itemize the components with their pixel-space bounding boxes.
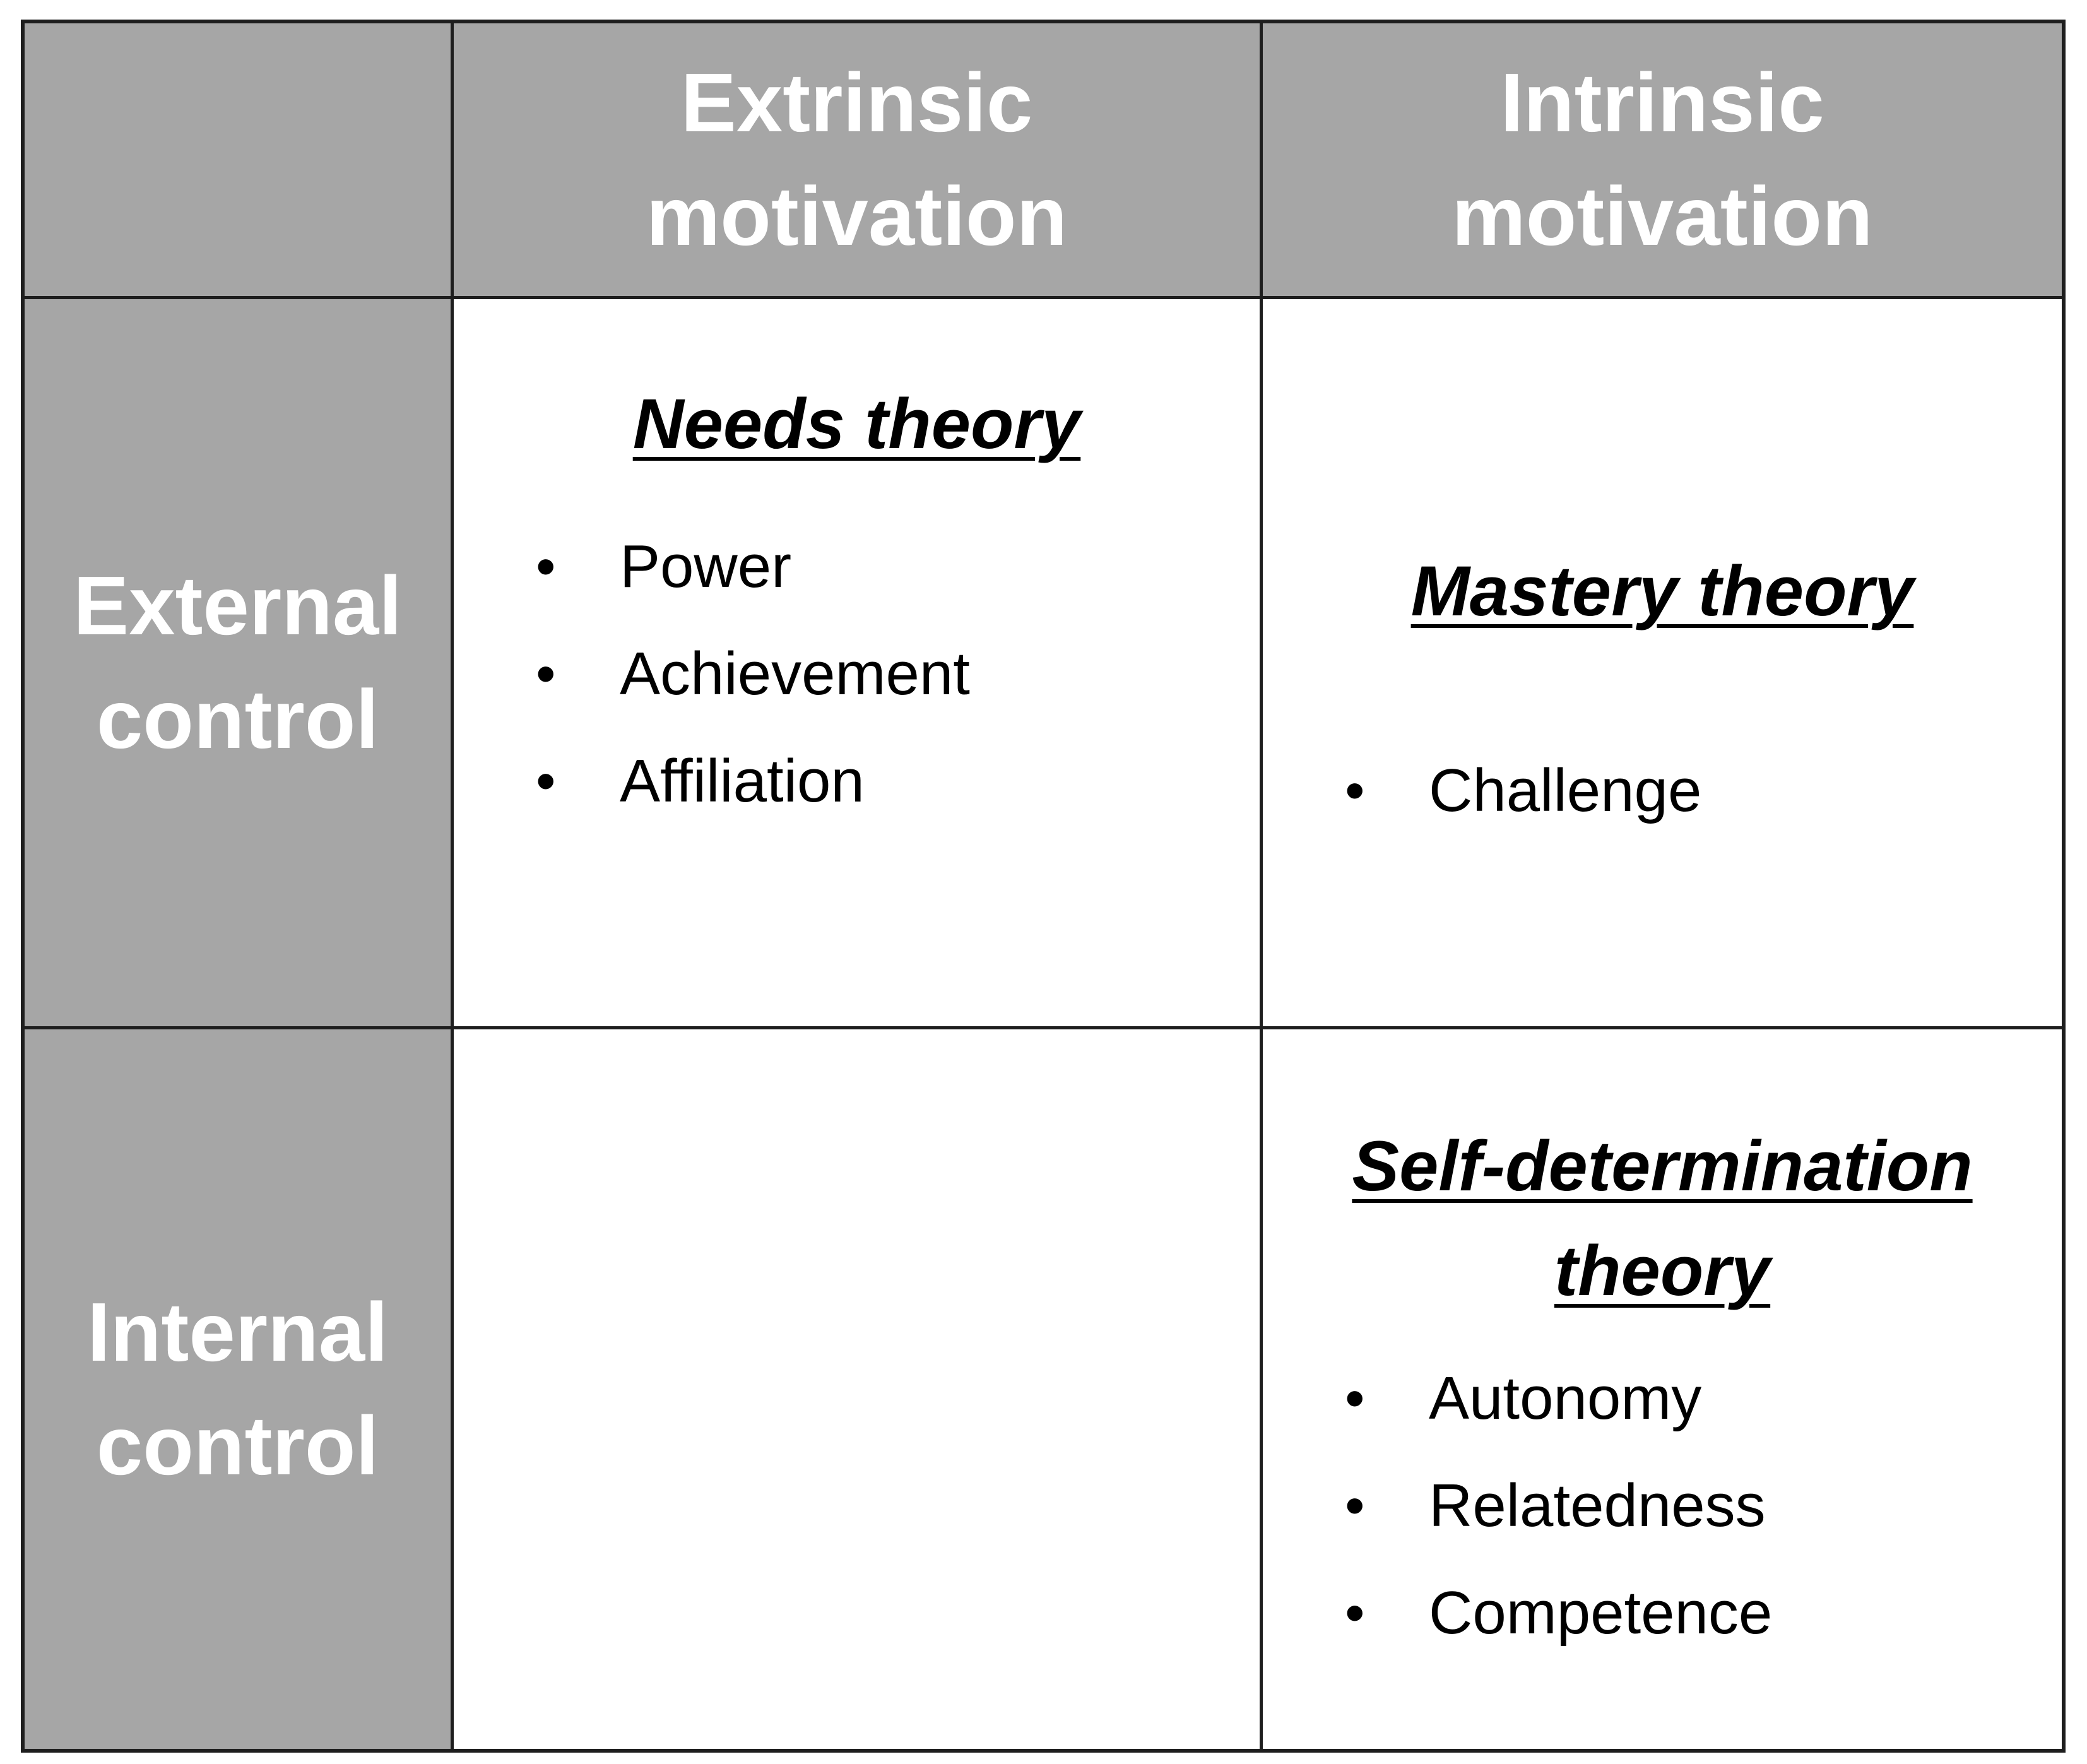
bullet-icon: • [536, 642, 556, 706]
needs-theory-title-text: Needs theory [632, 384, 1081, 463]
bullet-icon: • [536, 535, 556, 598]
bullet-icon: • [1345, 1367, 1365, 1430]
list-item: • Power [536, 513, 970, 620]
list-item: • Achievement [536, 620, 970, 728]
list-item-label: Challenge [1429, 757, 1702, 824]
bullet-icon: • [1345, 1474, 1365, 1537]
column-header-extrinsic-line-2: motivation [646, 170, 1068, 263]
mastery-theory-title-text: Mastery theory [1410, 552, 1914, 630]
cell-self-determination-theory: Self-determination theory • Autonomy • Rel… [1263, 1029, 2062, 1749]
list-item: • Autonomy [1345, 1345, 1772, 1452]
cell-mastery-theory: Mastery theory • Challenge [1263, 299, 2062, 1029]
column-header-intrinsic-label: Intrinsic motivation [1263, 23, 2062, 296]
corner-cell [25, 23, 454, 299]
row-header-external-label: External control [25, 299, 451, 1026]
cell-needs-theory: Needs theory • Power • Achievement • Affili… [454, 299, 1263, 1029]
bullet-icon: • [536, 750, 556, 813]
cell-empty-extrinsic-internal [454, 1029, 1263, 1749]
row-header-internal: Internal control [25, 1029, 454, 1749]
needs-theory-list: • Power • Achievement • Affiliation [536, 513, 970, 835]
list-item-label: Affiliation [620, 747, 865, 815]
list-item-label: Power [620, 533, 792, 600]
self-determination-theory-title: Self-determination theory [1263, 1114, 2062, 1323]
row-header-external-line-1: External [73, 559, 402, 652]
column-header-intrinsic: Intrinsic motivation [1263, 23, 2062, 299]
list-item-label: Achievement [620, 640, 970, 707]
column-header-intrinsic-line-1: Intrinsic [1500, 56, 1824, 149]
row-header-internal-line-2: control [96, 1399, 379, 1492]
bullet-icon: • [1345, 759, 1365, 822]
list-item: • Competence [1345, 1560, 1772, 1667]
self-determination-theory-list: • Autonomy • Relatedness • Competence [1345, 1345, 1772, 1667]
list-item-label: Relatedness [1429, 1472, 1766, 1539]
list-item-label: Autonomy [1429, 1364, 1702, 1432]
row-header-internal-label: Internal control [25, 1029, 451, 1749]
needs-theory-title: Needs theory [454, 372, 1260, 477]
row-header-external: External control [25, 299, 454, 1029]
row-header-internal-line-1: Internal [87, 1286, 388, 1378]
list-item: • Relatedness [1345, 1452, 1772, 1560]
mastery-theory-list: • Challenge [1345, 737, 1701, 844]
column-header-extrinsic-line-1: Extrinsic [680, 56, 1033, 149]
motivation-theory-matrix: Extrinsic motivation Intrinsic motivatio… [21, 20, 2066, 1753]
list-item: • Affiliation [536, 728, 970, 835]
bullet-icon: • [1345, 1582, 1365, 1645]
list-item: • Challenge [1345, 737, 1701, 844]
row-header-external-line-2: control [96, 673, 379, 766]
column-header-intrinsic-line-2: motivation [1451, 170, 1873, 263]
self-determination-title-line-2: theory [1554, 1231, 1771, 1310]
self-determination-title-line-1: Self-determination [1352, 1127, 1973, 1205]
column-header-extrinsic-label: Extrinsic motivation [454, 23, 1260, 296]
mastery-theory-title: Mastery theory [1263, 539, 2062, 644]
list-item-label: Competence [1429, 1579, 1773, 1647]
column-header-extrinsic: Extrinsic motivation [454, 23, 1263, 299]
